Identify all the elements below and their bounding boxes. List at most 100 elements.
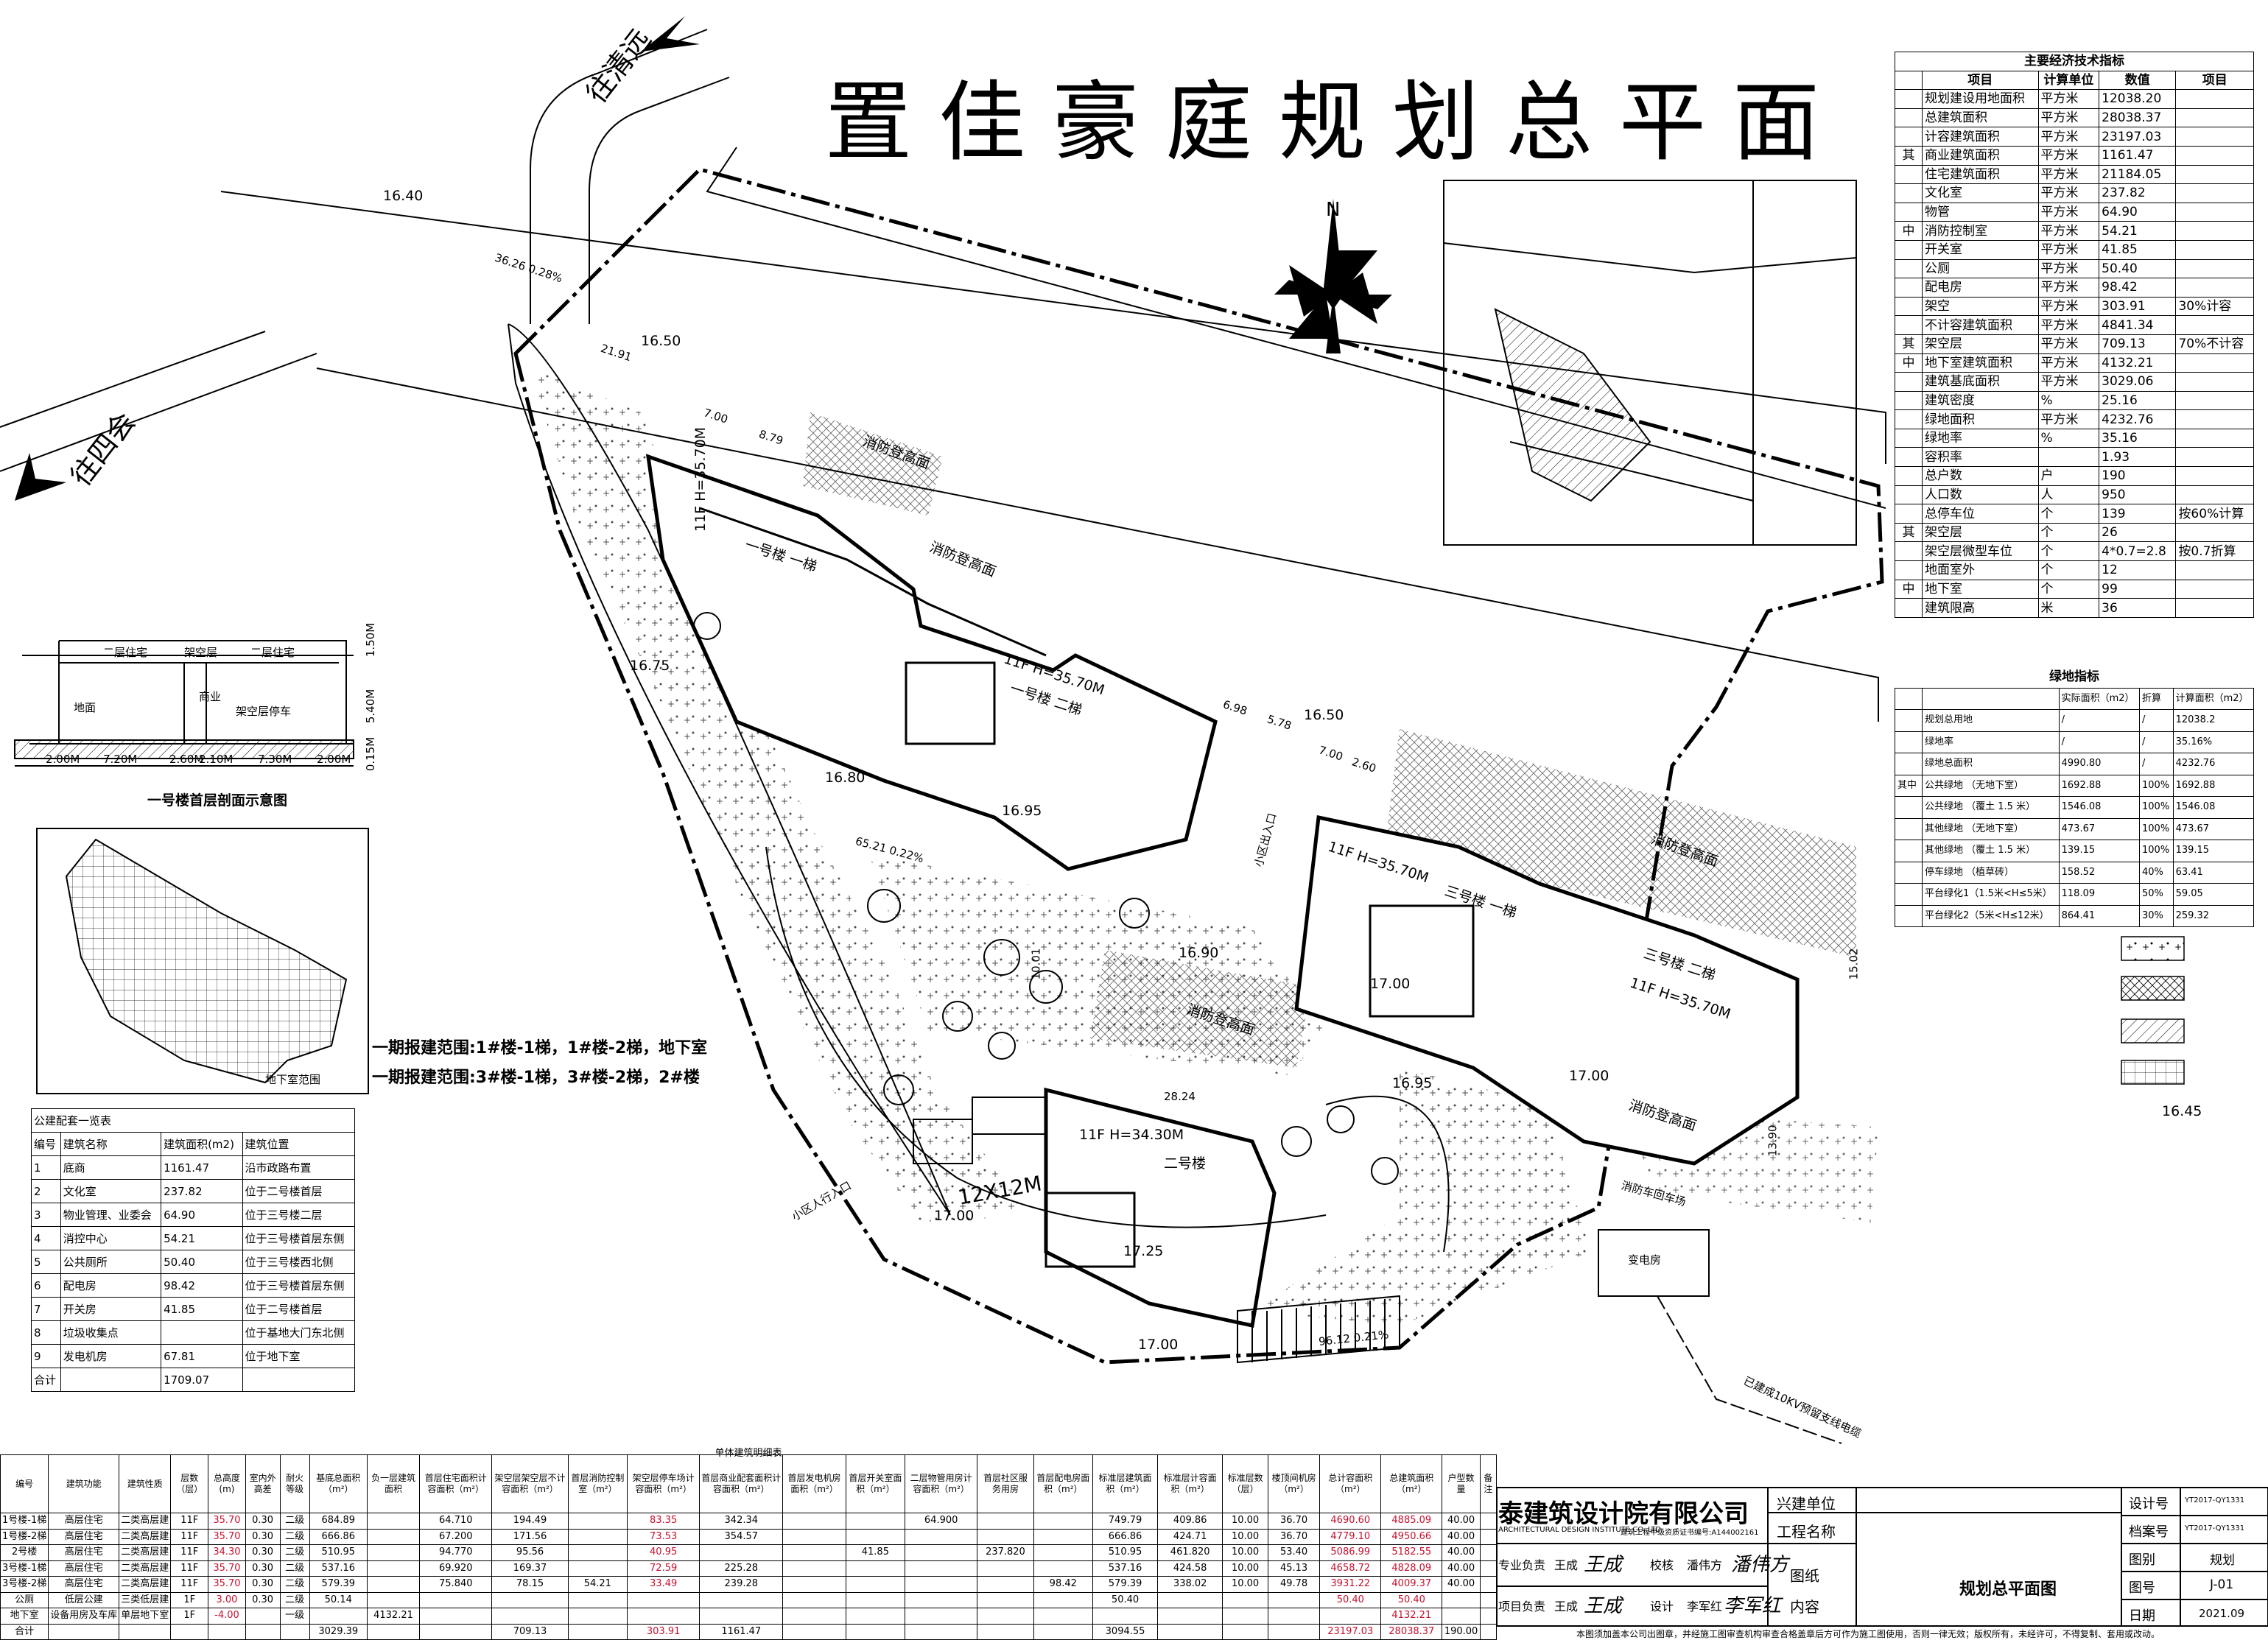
table-cell: 28038.37 (1380, 1623, 1443, 1640)
table-cell: 98.42 (161, 1273, 243, 1298)
table-cell: 人 (2037, 485, 2100, 505)
table-cell: 公共绿地 （覆土 1.5 米） (1922, 796, 2060, 819)
table-cell: 338.02 (1157, 1576, 1223, 1593)
table-cell (1895, 883, 1923, 906)
table-cell: 4132.21 (366, 1608, 421, 1625)
table-cell (1033, 1513, 1093, 1530)
design-no-label: 设计号 (2129, 1496, 2169, 1512)
table-cell (2175, 579, 2254, 599)
table-cell: 合计 (0, 1623, 49, 1640)
elevation-label: 16.40 (383, 188, 424, 204)
table-cell (845, 1608, 906, 1625)
table-cell (845, 1591, 906, 1608)
table-cell: 49.78 (1267, 1576, 1321, 1593)
table-title: 绿地指标 (1895, 666, 2254, 689)
table-cell (1033, 1591, 1093, 1608)
compass-rose (1274, 199, 1392, 353)
table-cell: 749.79 (1092, 1513, 1159, 1530)
building-detail-table: 编号建筑功能建筑性质层数（层）总高度(m)室内外高差耐火等级基底总面积（m²）负… (0, 1454, 1498, 1640)
table-cell (845, 1560, 906, 1577)
table-cell (1895, 447, 1923, 468)
table-cell (1479, 1591, 1498, 1608)
section-label: 二层住宅 (250, 646, 295, 659)
table-cell (1895, 296, 1923, 317)
table-cell: 64.90 (2099, 202, 2177, 222)
table-header: 实际面积（m2） (2058, 687, 2141, 710)
table-cell: 3931.22 (1319, 1576, 1382, 1593)
table-cell: 1.93 (2099, 447, 2177, 468)
table-cell: 总建筑面积 (1922, 108, 2039, 128)
table-cell: 100% (2139, 840, 2174, 862)
table-cell (366, 1576, 421, 1593)
table-cell (419, 1623, 493, 1640)
table-cell: 公共厕所 (60, 1250, 162, 1274)
section-dim: 2.00M (317, 753, 351, 766)
table-cell: 平方米 (2037, 372, 2100, 392)
table-cell: 73.53 (627, 1528, 701, 1545)
table-cell: 684.89 (309, 1513, 368, 1530)
table-cell: 190 (2099, 466, 2177, 486)
table-cell: 二级 (279, 1528, 310, 1545)
table-cell (567, 1623, 628, 1640)
table-cell: 二级 (279, 1544, 310, 1561)
table-cell: 位于三号楼二层 (242, 1203, 356, 1227)
table-cell (1033, 1528, 1093, 1545)
table-cell (782, 1576, 846, 1593)
building-2-name: 二号楼 (1164, 1155, 1207, 1172)
table-cell (2175, 164, 2254, 185)
table-cell: 消防控制室 (1922, 221, 2039, 241)
table-header: 架空层架空层不计容面积（m²） (491, 1454, 569, 1513)
table-header: 首层开关室面积（m²） (845, 1454, 906, 1513)
table-header: 二层物管用房计容面积（m²） (905, 1454, 978, 1513)
building-1 (645, 454, 1218, 871)
table-cell: 1709.07 (161, 1368, 243, 1392)
table-cell: 26 (2099, 522, 2177, 543)
table-cell: 1692.88 (2172, 774, 2255, 797)
table-cell (977, 1560, 1034, 1577)
elevation-label: 17.00 (1138, 1337, 1179, 1353)
section-height: 5.40M (364, 689, 378, 724)
table-cell: / (2058, 731, 2141, 753)
table-cell: 米 (2037, 598, 2100, 618)
table-cell: 高层住宅 (48, 1576, 120, 1593)
table-cell: 30% (2139, 904, 2174, 927)
table-cell: 平方米 (2037, 239, 2100, 260)
table-cell (782, 1591, 846, 1608)
table-cell (1895, 485, 1923, 505)
table-cell (905, 1591, 978, 1608)
table-cell (1479, 1528, 1498, 1545)
section-height: 0.15M (364, 736, 378, 772)
table-cell: 3.00 (208, 1591, 246, 1608)
table-cell: 中 (1895, 353, 1923, 373)
table-cell: 平方米 (2037, 409, 2100, 429)
table-cell: 底商 (60, 1155, 162, 1180)
table-cell: 510.95 (309, 1544, 368, 1561)
table-cell: 平方米 (2037, 108, 2100, 128)
table-cell: % (2037, 428, 2100, 448)
table-cell: 40% (2139, 861, 2174, 884)
signature: 潘伟方 (1731, 1554, 1789, 1576)
table-header: 建筑面积(m2) (161, 1132, 243, 1156)
table-cell (170, 1623, 209, 1640)
keymap-label: 地下室范围 (265, 1073, 321, 1086)
firm-name: 泰建筑设计院有限公司 (1498, 1499, 1749, 1529)
table-cell (2175, 89, 2254, 109)
table-cell: 位于二号楼首层 (242, 1297, 356, 1321)
table-cell: 537.16 (1092, 1560, 1159, 1577)
table-cell: 12038.2 (2172, 709, 2255, 732)
dimension-label: 13.90 (1766, 1125, 1780, 1157)
table-cell (977, 1608, 1034, 1625)
phase-note-1: 一期报建范围:1#楼-1梯，1#楼-2梯，地下室 (372, 1039, 708, 1057)
table-cell (699, 1591, 784, 1608)
table-cell: 409.86 (1157, 1513, 1223, 1530)
